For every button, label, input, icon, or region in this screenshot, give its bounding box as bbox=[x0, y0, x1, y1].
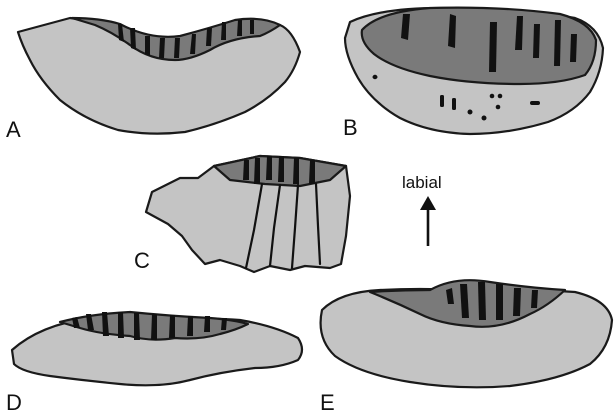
panel-label-a: A bbox=[6, 117, 21, 142]
specimen-e bbox=[321, 280, 612, 387]
specimen-a bbox=[18, 18, 300, 134]
panel-label-b: B bbox=[343, 115, 358, 140]
panel-label-d: D bbox=[6, 390, 22, 413]
specimen-d bbox=[12, 312, 302, 385]
labial-label: labial bbox=[402, 173, 442, 192]
panel-label-e: E bbox=[320, 390, 335, 413]
labial-arrow-head bbox=[420, 196, 436, 210]
specimen-c bbox=[146, 156, 350, 272]
specimen-b bbox=[345, 8, 603, 134]
labial-orientation: labial bbox=[402, 173, 442, 246]
panel-label-c: C bbox=[134, 248, 150, 273]
